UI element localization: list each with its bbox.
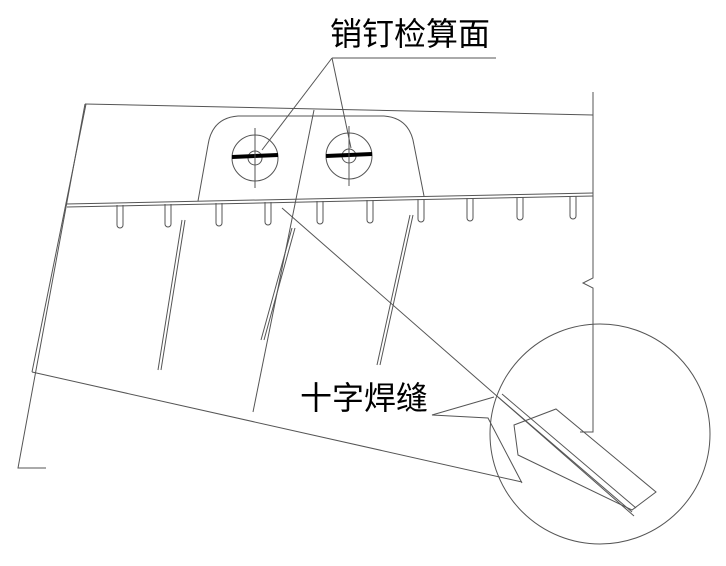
detail-circle bbox=[431, 323, 711, 545]
shear-studs bbox=[116, 196, 577, 229]
plate-outline bbox=[17, 92, 594, 483]
pin-hole-left bbox=[231, 128, 279, 188]
pin-hole-right bbox=[325, 126, 373, 186]
pin-label-leaders bbox=[261, 57, 496, 151]
pin-section-label: 销钉检算面 bbox=[330, 15, 491, 53]
flange-band bbox=[65, 115, 594, 208]
cross-weld-label: 十字焊缝 bbox=[300, 379, 429, 417]
weld-line bbox=[281, 207, 635, 517]
inclined-rebars bbox=[157, 109, 414, 413]
